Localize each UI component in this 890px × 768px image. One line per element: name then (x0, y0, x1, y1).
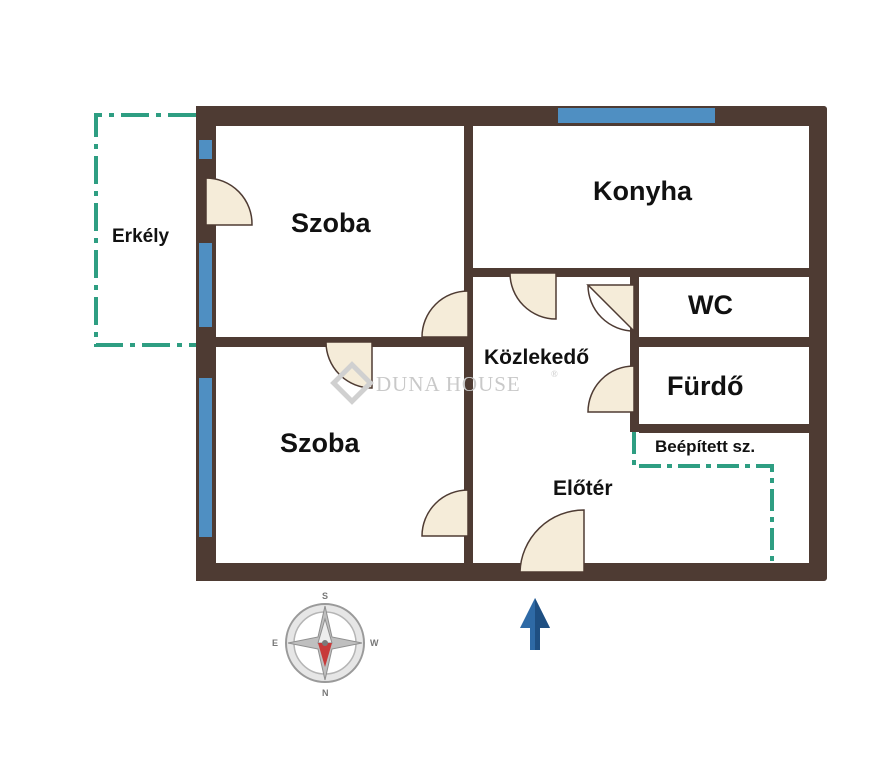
entrance-door (519, 509, 585, 573)
label-erkely: Erkély (112, 226, 169, 247)
label-wc: WC (688, 290, 733, 320)
windows (199, 108, 715, 537)
compass-e: E (272, 638, 278, 648)
entrance-arrow-icon (520, 598, 550, 650)
room-window-upper (199, 243, 212, 327)
watermark-registered-mark: ® (551, 369, 559, 379)
room-window-lower (199, 378, 212, 537)
label-konyha: Konyha (593, 176, 693, 206)
balcony-door (205, 177, 253, 226)
watermark-text: DUNA HOUSE (376, 372, 521, 396)
balcony-window (199, 140, 212, 159)
label-szoba-top: Szoba (291, 208, 371, 238)
compass-w: W (370, 638, 379, 648)
compass-n: N (322, 688, 329, 698)
label-kozlekedo: Közlekedő (484, 346, 589, 369)
walls (196, 106, 827, 581)
label-furdo: Fürdő (667, 371, 743, 401)
compass-icon: S N W E (272, 591, 379, 698)
label-beepitett: Beépített sz. (655, 437, 755, 456)
room-labels: Erkély Szoba Konyha WC Közlekedő Fürdő S… (112, 176, 755, 500)
bath-door (587, 365, 635, 413)
doors (205, 177, 635, 573)
wc-door-arc (587, 284, 635, 332)
label-szoba-bottom: Szoba (280, 428, 360, 458)
wardrobe-outline (632, 432, 774, 563)
compass-s: S (322, 591, 328, 601)
szoba-top-door (421, 290, 469, 338)
wc-door (586, 284, 635, 333)
balcony-outline (94, 113, 196, 347)
szoba-bottom-side-door (421, 489, 469, 537)
kitchen-window (558, 108, 715, 123)
label-eloter: Előtér (553, 477, 613, 500)
watermark: DUNA HOUSE ® (330, 361, 559, 405)
kitchen-door (509, 272, 557, 320)
